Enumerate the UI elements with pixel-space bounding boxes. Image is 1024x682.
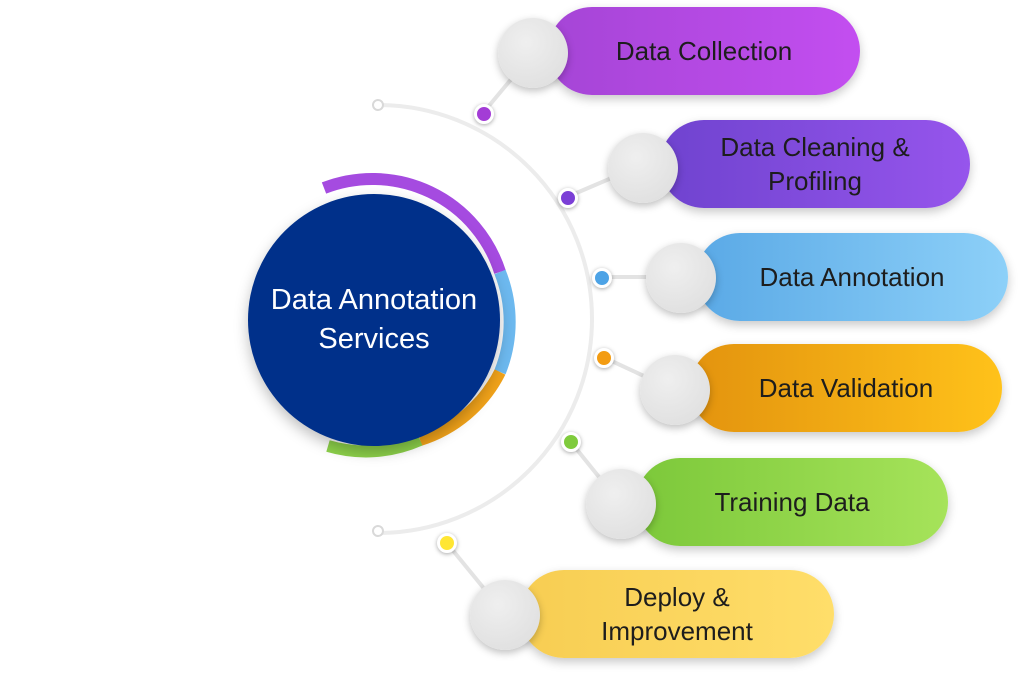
step-1-bubble — [498, 18, 568, 88]
hub-ring-purple — [321, 172, 506, 274]
step-data-validation: Data Validation — [690, 344, 1002, 432]
hub-ring-orange — [418, 369, 506, 446]
step-label-line-1: Data Cleaning & — [720, 132, 910, 162]
step-6-dot — [437, 533, 457, 553]
step-4-bubble — [640, 355, 710, 425]
connector-arc — [377, 103, 594, 535]
step-label-line-1: Data Validation — [758, 373, 934, 403]
step-label-line-2: Profiling — [768, 166, 862, 196]
hub-title-line-2: Services — [318, 323, 430, 355]
step-1-dot — [474, 104, 494, 124]
step-3-dot — [592, 268, 612, 288]
hub-title-line-1: Data Annotation — [270, 284, 478, 316]
step-label-line-1: Training Data — [714, 487, 870, 517]
step-4-dot — [594, 348, 614, 368]
step-data-collection: Data Collection — [548, 7, 860, 95]
hub-circle: Data Annotation Services — [248, 194, 500, 446]
arc-end-dot-top — [372, 99, 384, 111]
step-label-line-1: Deploy & — [624, 582, 730, 612]
step-data-cleaning: Data Cleaning & Profiling — [660, 120, 970, 208]
step-data-annotation: Data Annotation — [696, 233, 1008, 321]
step-2-bubble — [608, 133, 678, 203]
step-label-line-2: Improvement — [601, 616, 753, 646]
hub-ring-green — [326, 434, 423, 458]
step-label-line-1: Data Collection — [615, 36, 793, 66]
step-training-data: Training Data — [636, 458, 948, 546]
arc-end-dot-bottom — [372, 525, 384, 537]
step-5-bubble — [586, 469, 656, 539]
step-2-dot — [558, 188, 578, 208]
step-6-bubble — [470, 580, 540, 650]
step-deploy-improvement: Deploy & Improvement — [520, 570, 834, 658]
hub-ring-blue — [494, 269, 516, 375]
step-label-line-1: Data Annotation — [759, 262, 945, 292]
step-5-dot — [561, 432, 581, 452]
step-3-bubble — [646, 243, 716, 313]
